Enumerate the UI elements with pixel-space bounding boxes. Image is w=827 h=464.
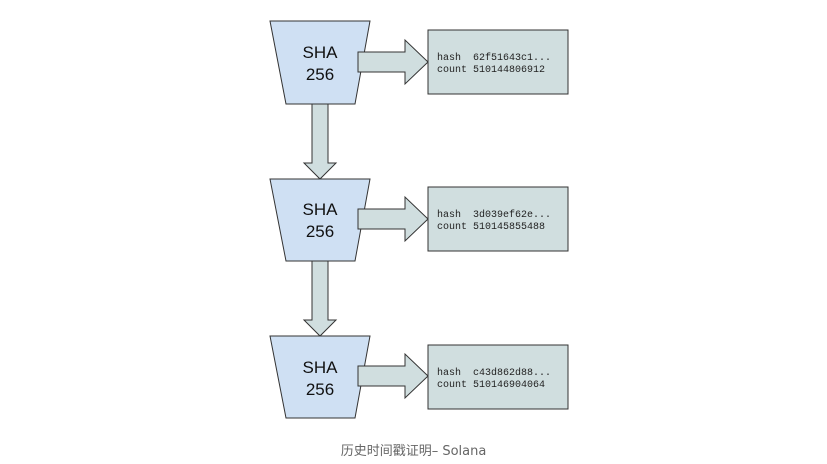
right-arrow <box>357 38 429 86</box>
svg-text:count 510144806912: count 510144806912 <box>437 65 545 76</box>
svg-text:count 510146904064: count 510146904064 <box>437 380 545 391</box>
block-label-256: 256 <box>306 222 334 241</box>
hash-value: 3d039ef62e... <box>473 209 551 221</box>
down-arrow-1 <box>302 103 338 180</box>
output-box <box>427 29 569 95</box>
count-label: count <box>437 65 467 76</box>
svg-text:hash 62f51643c1...: hash 62f51643c1... <box>437 52 551 64</box>
count-value: 510145855488 <box>473 222 545 233</box>
stage-2: SHA 256 hash 3d039ef62e... count 5101458… <box>269 178 569 262</box>
sha256-block <box>269 178 371 262</box>
count-label: count <box>437 380 467 391</box>
output-box <box>427 344 569 410</box>
svg-text:count 510145855488: count 510145855488 <box>437 222 545 233</box>
right-arrow <box>357 195 429 243</box>
stage-1: SHA 256 hash 62f51643c1... count 5101448… <box>269 20 569 105</box>
poh-diagram: SHA 256 hash 62f51643c1... count 5101448… <box>269 20 569 419</box>
sha256-block <box>269 20 371 105</box>
sha256-block <box>269 335 371 419</box>
block-label-sha: SHA <box>303 358 339 377</box>
count-label: count <box>437 222 467 233</box>
hash-label: hash <box>437 367 461 379</box>
stage-3: SHA 256 hash c43d862d88... count 5101469… <box>269 335 569 419</box>
svg-text:hash c43d862d88...: hash c43d862d88... <box>437 367 551 379</box>
block-label-sha: SHA <box>303 200 339 219</box>
figure-caption: 历史时间戳证明– Solana <box>340 444 487 459</box>
hash-label: hash <box>437 52 461 64</box>
right-arrow <box>357 352 429 400</box>
block-label-sha: SHA <box>303 43 339 62</box>
block-label-256: 256 <box>306 65 334 84</box>
count-value: 510144806912 <box>473 65 545 76</box>
hash-label: hash <box>437 209 461 221</box>
block-label-256: 256 <box>306 380 334 399</box>
hash-value: c43d862d88... <box>473 367 551 379</box>
svg-text:hash 3d039ef62e...: hash 3d039ef62e... <box>437 209 551 221</box>
down-arrow-2 <box>302 260 338 337</box>
output-box <box>427 186 569 252</box>
hash-value: 62f51643c1... <box>473 52 551 64</box>
count-value: 510146904064 <box>473 380 545 391</box>
